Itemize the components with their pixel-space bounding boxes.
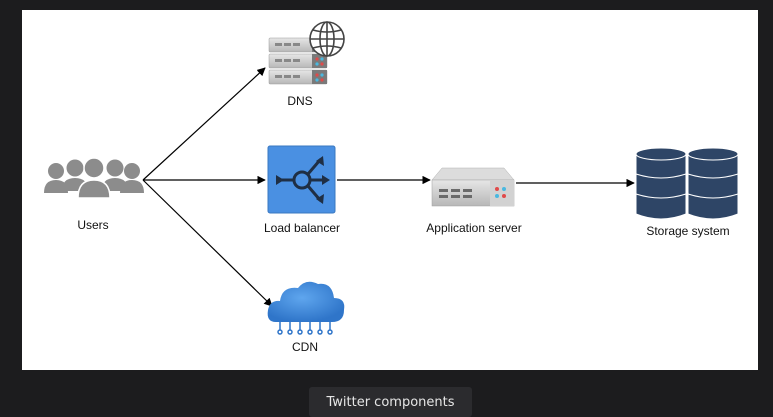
edge-users-cdn	[142, 179, 273, 307]
dns-label: DNS	[287, 94, 313, 108]
diagram-canvas: Users DNS Load balancer CDN Application …	[22, 10, 758, 370]
globe-icon	[309, 21, 345, 57]
cdn-label: CDN	[292, 340, 318, 354]
figure-caption: Twitter components	[309, 387, 472, 417]
diagram-svg	[44, 21, 739, 335]
load-balancer-icon	[267, 145, 336, 214]
edge-users-dns	[142, 67, 266, 181]
load-balancer-label: Load balancer	[263, 221, 341, 235]
database-icon	[635, 147, 739, 220]
server-icon	[431, 167, 515, 207]
database-cylinder-left	[635, 147, 687, 220]
server-rack-middle	[268, 53, 328, 69]
users-label: Users	[77, 218, 109, 232]
users-group-icon	[44, 157, 144, 199]
dns-server-globe-icon	[268, 21, 345, 85]
storage-system-label: Storage system	[646, 224, 730, 238]
edges	[142, 67, 635, 307]
database-cylinder-right	[687, 147, 739, 220]
server-rack-bottom	[268, 69, 328, 85]
application-server-label: Application server	[426, 221, 522, 235]
cdn-cloud-icon	[267, 281, 345, 335]
